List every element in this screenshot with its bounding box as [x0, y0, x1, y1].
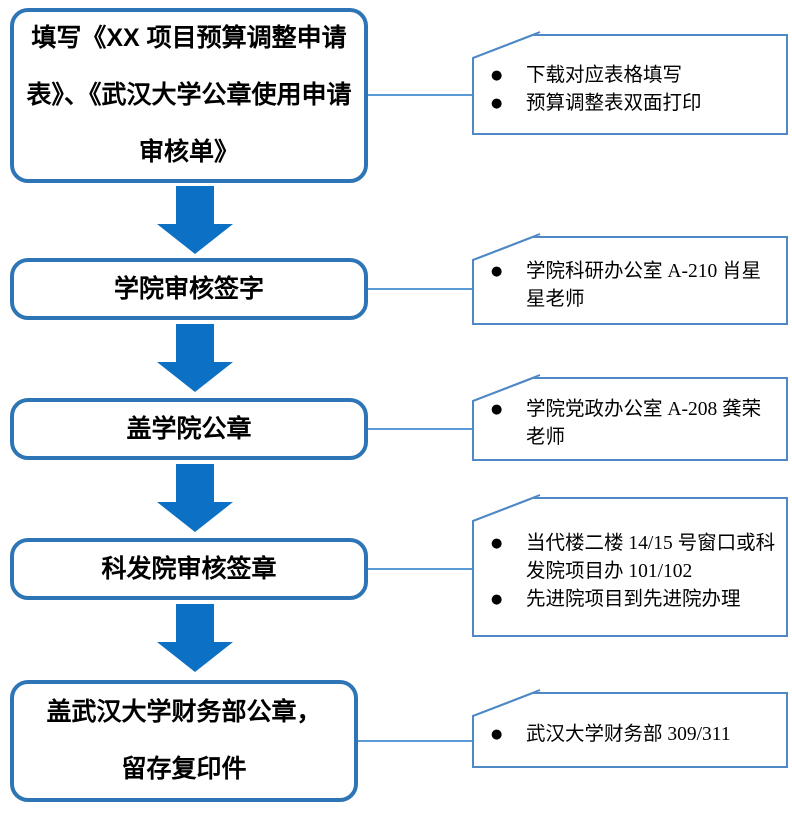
- callout-note-forms: ● 下载对应表格填写 ● 预算调整表双面打印: [472, 31, 788, 135]
- callout-note-research-office: ● 学院科研办公室 A-210 肖星星老师: [472, 233, 788, 325]
- down-arrow-icon: [157, 604, 233, 672]
- down-arrow-icon: [157, 464, 233, 532]
- connector-line: [368, 288, 472, 290]
- callout-text: 下载对应表格填写: [526, 64, 683, 86]
- step-label-line: 盖武汉大学财务部公章，: [46, 698, 322, 726]
- callout-shape: [472, 494, 788, 637]
- flow-step-college-review: 学院审核签字: [10, 258, 368, 320]
- callout-text: 预算调整表双面打印: [526, 92, 702, 114]
- step-label-line: 留存复印件: [121, 755, 247, 783]
- step-label-line: 表》、《武汉大学公章使用申请: [26, 81, 352, 109]
- flow-step-fill-forms: 填写《XX 项目预算调整申请 表》、《武汉大学公章使用申请 审核单》: [10, 8, 368, 183]
- callout-shape: [472, 374, 788, 461]
- callout-text: 学院科研办公室 A-210 肖星星老师: [526, 260, 762, 310]
- bullet-icon: ●: [491, 592, 503, 607]
- bullet-icon: ●: [491, 727, 503, 742]
- down-arrow-icon: [157, 324, 233, 392]
- flow-step-college-seal: 盖学院公章: [10, 398, 368, 460]
- callout-note-window: ● 当代楼二楼 14/15 号窗口或科发院项目办 101/102 ● 先进院项目…: [472, 494, 788, 637]
- callout-shape: [472, 233, 788, 325]
- callout-text: 武汉大学财务部 309/311: [526, 724, 731, 745]
- flow-step-kefayuan-review: 科发院审核签章: [10, 538, 368, 600]
- bullet-icon: ●: [491, 95, 503, 111]
- bullet-icon: ●: [491, 67, 503, 83]
- connector-line: [368, 428, 472, 430]
- step-label-line: 科发院审核签章: [101, 554, 277, 583]
- connector-line: [368, 94, 472, 96]
- step-label-line: 填写《XX 项目预算调整申请: [31, 24, 347, 52]
- callout-shape: [472, 31, 788, 135]
- callout-note-finance: ● 武汉大学财务部 309/311: [472, 689, 788, 768]
- callout-note-party-office: ● 学院党政办公室 A-208 龚荣老师: [472, 374, 788, 461]
- bullet-icon: ●: [491, 263, 503, 279]
- callout-shape: [472, 689, 788, 768]
- step-label-line: 学院审核签字: [113, 274, 264, 303]
- connector-line: [358, 740, 472, 742]
- callout-text: 先进院项目到先进院办理: [526, 589, 741, 610]
- callout-text: 当代楼二楼 14/15 号窗口或科发院项目办 101/102: [526, 533, 776, 582]
- flow-step-finance-seal: 盖武汉大学财务部公章， 留存复印件: [10, 680, 358, 802]
- bullet-icon: ●: [491, 536, 503, 551]
- connector-line: [368, 568, 472, 570]
- bullet-icon: ●: [491, 402, 503, 417]
- down-arrow-icon: [157, 186, 233, 254]
- callout-text: 学院党政办公室 A-208 龚荣老师: [526, 399, 762, 448]
- step-label-line: 盖学院公章: [126, 414, 252, 443]
- step-label-line: 审核单》: [138, 138, 239, 166]
